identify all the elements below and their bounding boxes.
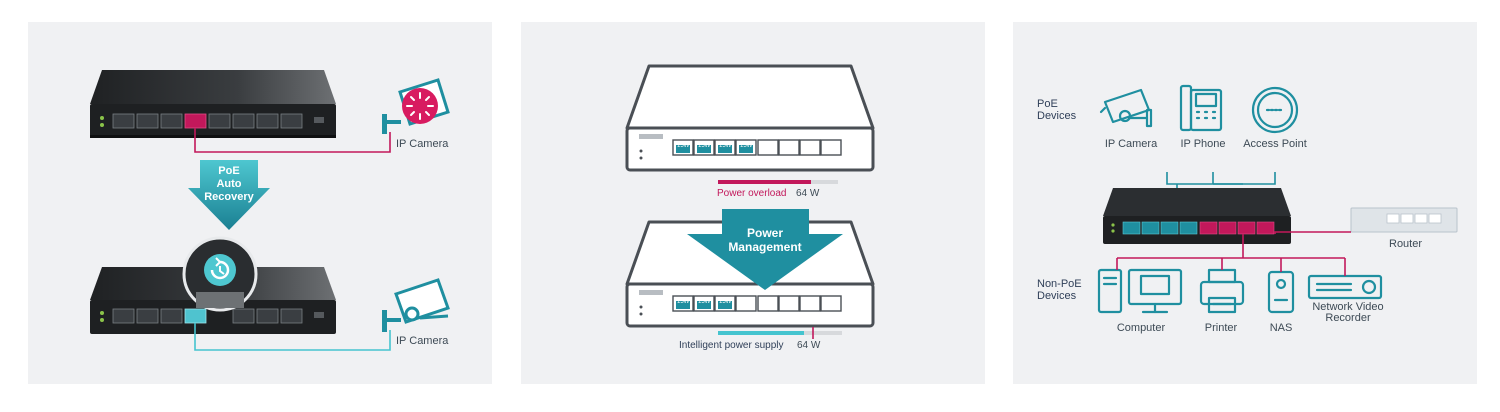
nvr-label: Network Video Recorder	[1303, 302, 1393, 324]
router-label: Router	[1389, 238, 1423, 250]
top-port-2-watt: 15W	[698, 143, 711, 149]
ip-phone-label: IP Phone	[1180, 138, 1226, 150]
top-port-4-watt: 15W	[740, 143, 753, 149]
arrow-line-3: Recovery	[204, 191, 254, 203]
supply-value: 64 W	[797, 340, 821, 351]
power-management-arrow	[687, 209, 843, 290]
non-poe-heading-line-2: Devices	[1037, 290, 1077, 302]
overload-meter-fill	[718, 180, 811, 184]
computer-icon	[1097, 268, 1183, 314]
printer-icon	[1199, 268, 1245, 314]
poe-heading-line-1: PoE	[1037, 98, 1058, 110]
computer-label: Computer	[1116, 322, 1166, 334]
bottom-switch	[90, 267, 336, 334]
nas-icon	[1267, 270, 1295, 314]
arrow-line-2: Auto	[216, 178, 242, 190]
auto-recovery-arrow	[188, 160, 270, 230]
poe-heading-line-2: Devices	[1037, 110, 1077, 122]
top-port-3-watt: 15W	[719, 143, 732, 149]
recovered-ip-camera-icon	[382, 278, 450, 332]
ip-camera-label: IP Camera	[1104, 138, 1158, 150]
bottom-port-3-watt: 15W	[719, 299, 732, 305]
arrow-line-2: Management	[728, 240, 802, 254]
arrow-line-1: Power	[746, 226, 783, 240]
nvr-label-line-1: Network Video	[1312, 301, 1384, 313]
auto-recovery-arrow-label: PoE Auto Recovery	[198, 165, 260, 204]
ip-camera-icon	[1099, 88, 1153, 128]
nvr-icon	[1307, 274, 1383, 300]
router-icon	[1350, 207, 1458, 233]
printer-label: Printer	[1204, 322, 1238, 334]
top-camera-label: IP Camera	[396, 138, 449, 150]
non-poe-devices-heading: Non-PoE Devices	[1037, 278, 1082, 302]
network-topology-illustration	[1097, 84, 1458, 314]
power-management-panel: 15W 15W 15W 15W Power overload 64 W Powe…	[521, 22, 985, 384]
bottom-camera-label: IP Camera	[396, 335, 449, 347]
poe-switch	[1103, 188, 1291, 244]
nvr-label-line-2: Recorder	[1325, 312, 1371, 324]
overload-label: Power overload	[717, 188, 787, 199]
access-point-icon	[1251, 86, 1299, 134]
access-point-label: Access Point	[1243, 138, 1307, 150]
overload-value: 64 W	[796, 188, 820, 199]
power-management-illustration	[625, 64, 875, 339]
top-switch-outline	[625, 64, 875, 172]
supply-label: Intelligent power supply	[679, 340, 784, 351]
poe-auto-recovery-illustration	[90, 70, 450, 351]
faulty-ip-camera-icon	[382, 78, 450, 134]
nas-label: NAS	[1269, 322, 1293, 334]
recovery-magnifier	[182, 236, 258, 312]
poe-devices-heading: PoE Devices	[1037, 98, 1076, 122]
bottom-port-2-watt: 15W	[698, 299, 711, 305]
arrow-line-1: PoE	[218, 165, 240, 177]
bottom-port-1-watt: 15W	[677, 299, 690, 305]
top-port-1-watt: 15W	[677, 143, 690, 149]
ip-phone-icon	[1179, 84, 1223, 132]
network-topology-panel: PoE Devices IP Camera IP Phone Access Po…	[1013, 22, 1477, 384]
top-switch	[90, 70, 336, 138]
supply-meter-fill	[718, 331, 804, 335]
non-poe-heading-line-1: Non-PoE	[1037, 278, 1082, 290]
power-management-arrow-label: Power Management	[711, 226, 819, 254]
poe-auto-recovery-panel: IP Camera PoE Auto Recovery IP Camera	[28, 22, 492, 384]
